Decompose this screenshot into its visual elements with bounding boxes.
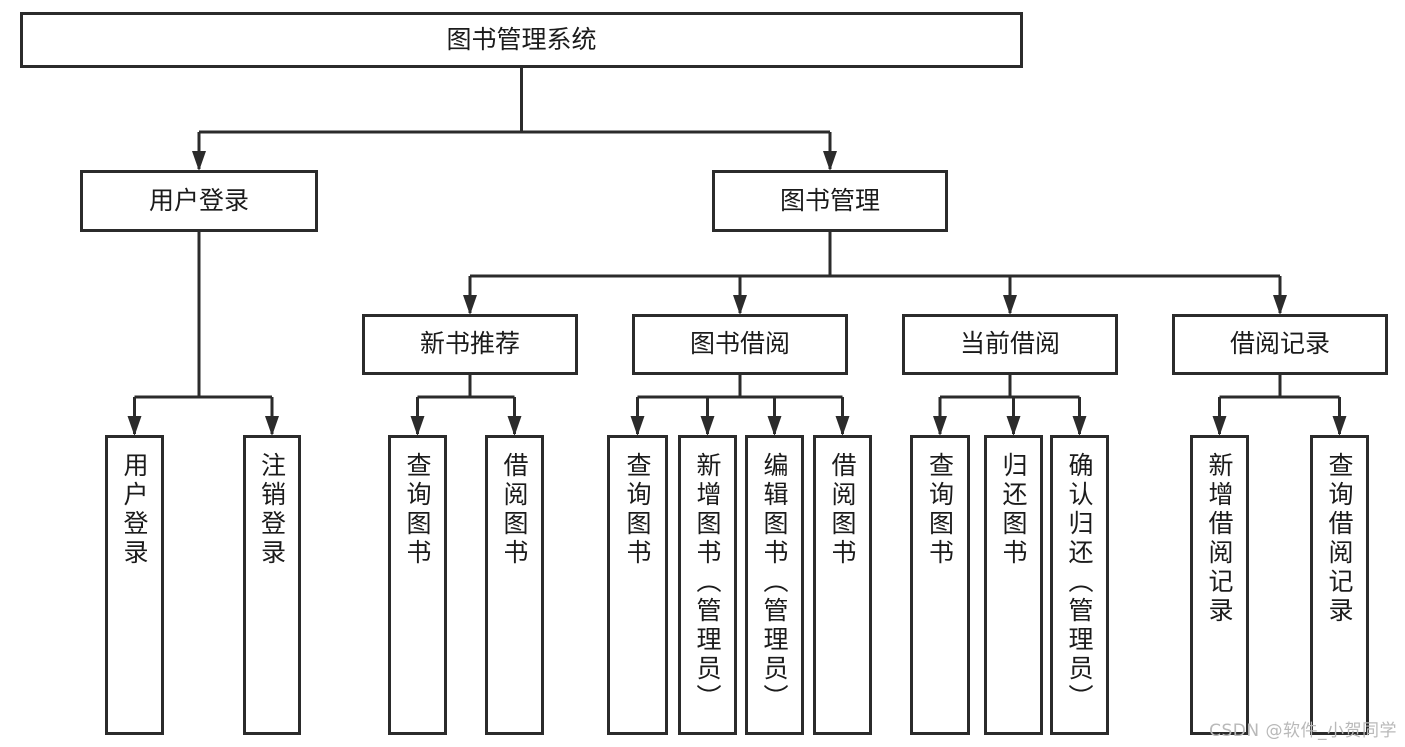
arrowhead [835, 416, 850, 436]
arrowhead [507, 416, 522, 436]
arrowhead [265, 416, 279, 436]
node-label: 查询图书 [925, 452, 955, 568]
node-leaf-login[interactable]: 用户登录 [105, 435, 164, 735]
node-leaf-q1[interactable]: 查询图书 [388, 435, 447, 735]
node-leaf-addrec[interactable]: 新增借阅记录 [1190, 435, 1249, 735]
arrowhead [733, 295, 747, 315]
node-label: 确认归还（管理员） [1065, 452, 1094, 713]
arrowhead [1273, 295, 1287, 315]
node-label: 借阅图书 [500, 452, 529, 568]
node-leaf-q2[interactable]: 查询图书 [607, 435, 668, 735]
node-leaf-confirm[interactable]: 确认归还（管理员） [1050, 435, 1109, 735]
node-label: 借阅记录 [1229, 329, 1330, 359]
watermark-text: CSDN @软件_小贺同学 [1209, 721, 1397, 741]
arrowhead [1006, 416, 1021, 436]
arrowhead [1003, 295, 1017, 315]
node-label: 编辑图书（管理员） [760, 452, 789, 713]
node-label: 注销登录 [257, 452, 287, 568]
node-login[interactable]: 用户登录 [80, 170, 318, 232]
node-records[interactable]: 借阅记录 [1172, 314, 1388, 375]
node-leaf-b1[interactable]: 借阅图书 [485, 435, 544, 735]
node-borrow[interactable]: 图书借阅 [632, 314, 848, 375]
node-leaf-q3[interactable]: 查询图书 [910, 435, 970, 735]
node-current[interactable]: 当前借阅 [902, 314, 1118, 375]
arrowhead [700, 416, 715, 436]
node-label: 查询借阅记录 [1325, 452, 1354, 626]
node-leaf-add[interactable]: 新增图书（管理员） [678, 435, 737, 735]
node-leaf-return[interactable]: 归还图书 [984, 435, 1043, 735]
node-label: 当前借阅 [959, 329, 1060, 359]
arrowhead [767, 416, 782, 436]
node-leaf-logout[interactable]: 注销登录 [243, 435, 301, 735]
arrowhead [823, 151, 837, 171]
arrowhead [127, 416, 142, 436]
node-leaf-edit[interactable]: 编辑图书（管理员） [745, 435, 804, 735]
node-label: 新增借阅记录 [1205, 452, 1234, 626]
arrowhead [933, 416, 947, 436]
node-label: 新增图书（管理员） [693, 452, 722, 713]
node-label: 图书借阅 [689, 329, 790, 359]
node-newbook[interactable]: 新书推荐 [362, 314, 578, 375]
node-label: 查询图书 [403, 452, 432, 568]
node-label: 用户登录 [148, 185, 249, 215]
arrowhead [1072, 416, 1087, 436]
node-label: 图书管理系统 [446, 24, 597, 54]
node-bookmgmt[interactable]: 图书管理 [712, 170, 948, 232]
arrowhead [1332, 416, 1347, 436]
node-leaf-qrec[interactable]: 查询借阅记录 [1310, 435, 1369, 735]
node-label: 图书管理 [779, 185, 880, 215]
arrowhead [1212, 416, 1227, 436]
arrowhead [192, 151, 206, 171]
node-label: 新书推荐 [419, 329, 520, 359]
arrowhead [463, 295, 477, 315]
node-label: 用户登录 [120, 452, 149, 568]
node-label: 借阅图书 [828, 452, 857, 568]
arrowhead [630, 416, 645, 436]
arrowhead [410, 416, 425, 436]
node-label: 归还图书 [999, 452, 1028, 568]
node-root[interactable]: 图书管理系统 [20, 12, 1023, 68]
node-leaf-b2[interactable]: 借阅图书 [813, 435, 872, 735]
node-label: 查询图书 [623, 452, 652, 568]
